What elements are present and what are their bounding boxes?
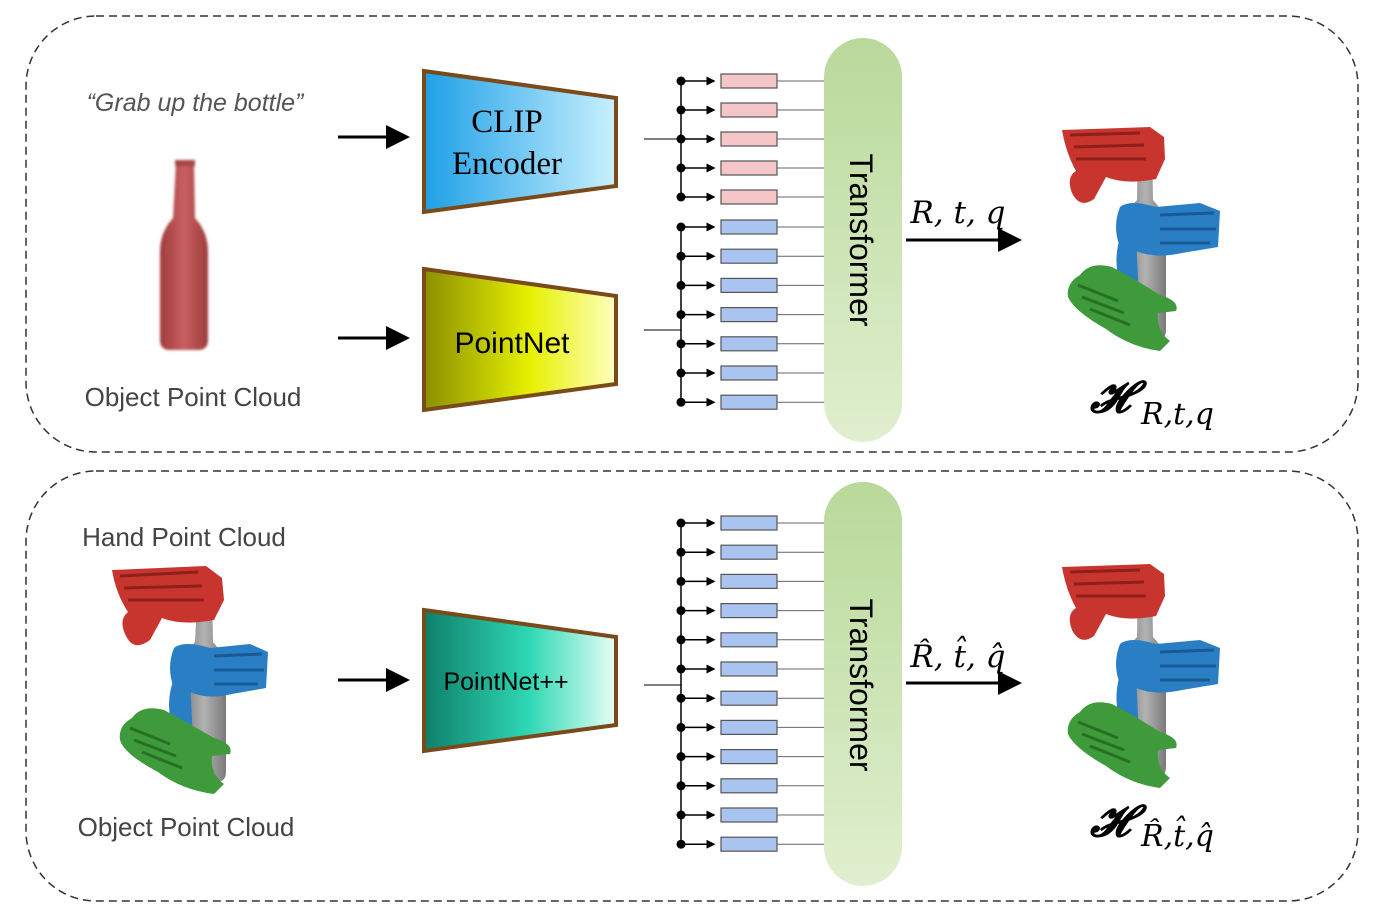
hand-point-cloud-label: Hand Point Cloud: [82, 522, 286, 552]
grasp-subscript-bottom: R̂,t̂,q̂: [1140, 815, 1214, 854]
hand-object-point-cloud-render: [112, 566, 268, 794]
point-token-bottom-token: [720, 602, 778, 619]
transformer-label-bottom: Transformer: [843, 598, 879, 771]
point-token-bottom-token: [720, 719, 778, 736]
bottom-panel-frame: [25, 470, 1359, 902]
grasp-symbol-top: 𝓗: [1090, 373, 1148, 422]
clip-encoder-block: [422, 68, 618, 215]
point-token-bottom-token: [720, 807, 778, 823]
text-token-token: [720, 189, 778, 205]
output-params-top: R, t, q: [909, 195, 1005, 231]
grasp-render-bottom: [1062, 564, 1220, 788]
text-token-token: [720, 73, 778, 89]
point-token-bottom-token: [720, 544, 778, 560]
point-token-token: [720, 277, 778, 293]
point-token-bottom-token: [720, 690, 778, 706]
point-token-bottom-token: [720, 661, 778, 677]
transformer-block-bottom: [824, 482, 902, 886]
object-point-cloud-label-bottom: Object Point Cloud: [78, 812, 295, 842]
text-token-token: [720, 160, 778, 176]
grasp-render-top: [1062, 127, 1220, 351]
point-token-token: [720, 365, 778, 381]
point-token-bottom-token: [720, 836, 778, 852]
text-token-group: [676, 73, 824, 205]
point-token-token: [720, 307, 778, 323]
output-params-bottom: R̂, t̂, q̂: [909, 634, 1005, 675]
point-token-bottom-token: [720, 632, 778, 648]
text-token-token: [720, 131, 778, 147]
object-point-cloud-label: Object Point Cloud: [85, 382, 302, 412]
grasp-subscript-top: R,t,q: [1140, 397, 1214, 432]
text-token-token: [720, 102, 778, 118]
clip-label-line2: Encoder: [452, 146, 562, 182]
grasp-symbol-bottom: 𝓗: [1090, 797, 1148, 846]
point-token-group: [676, 219, 824, 410]
pointnet-pp-block: [422, 607, 618, 754]
point-token-bottom-token: [720, 573, 778, 590]
point-token-bottom-token: [720, 748, 778, 765]
prompt-text: “Grab up the bottle”: [87, 89, 305, 117]
top-panel-frame: [25, 15, 1359, 453]
point-token-bottom-token: [720, 515, 778, 531]
point-token-token: [720, 394, 778, 410]
clip-label-line1: CLIP: [471, 104, 543, 140]
transformer-label-top: Transformer: [843, 153, 879, 326]
point-token-bottom-token: [720, 778, 778, 794]
point-token-token: [720, 248, 778, 264]
pointnet-pp-label: PointNet++: [443, 668, 568, 696]
point-token-group-bottom: [676, 515, 824, 852]
point-token-token: [720, 336, 778, 352]
point-token-token: [720, 219, 778, 235]
pointnet-block: [422, 266, 618, 413]
pointnet-label: PointNet: [454, 327, 570, 360]
object-point-cloud-bottle: [160, 160, 208, 350]
transformer-block-top: [824, 38, 902, 442]
